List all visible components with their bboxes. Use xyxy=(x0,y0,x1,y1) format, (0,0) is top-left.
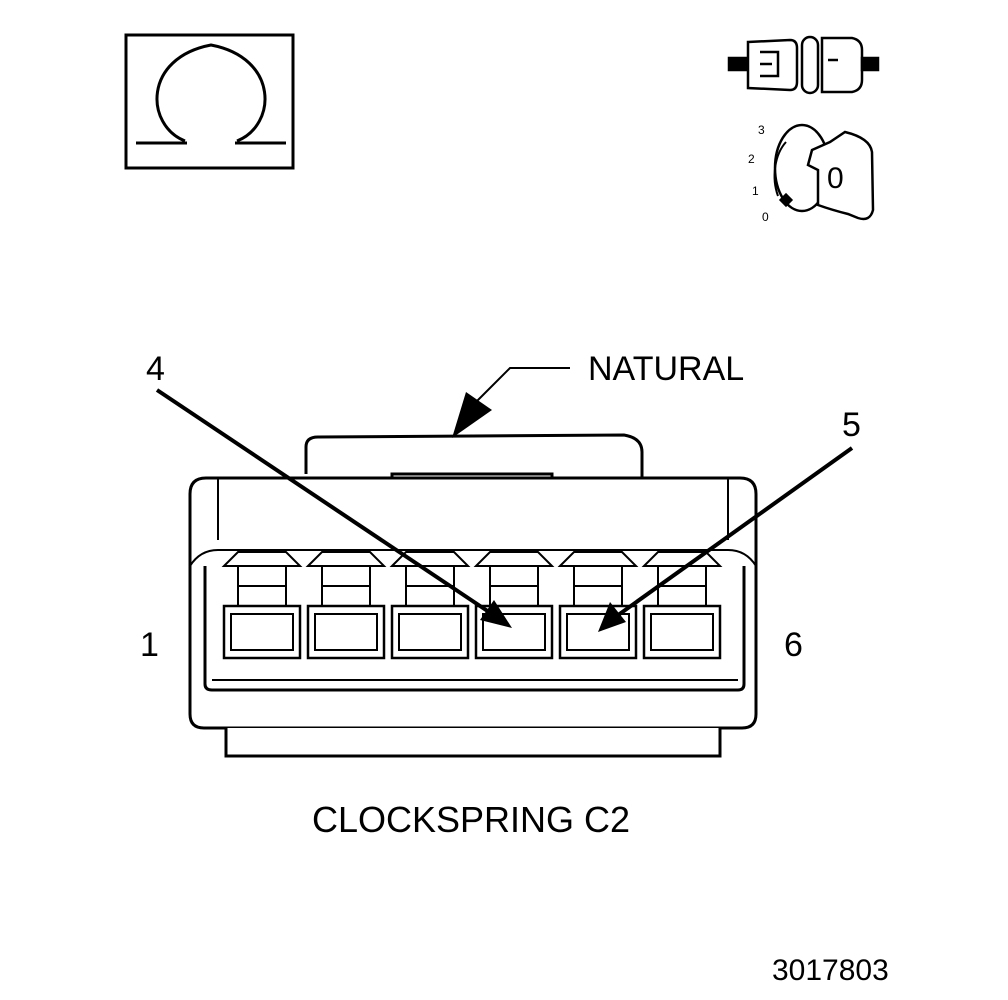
pin-5-label: 5 xyxy=(842,406,861,444)
ignition-position-0: 0 xyxy=(762,210,769,224)
ignition-position-1: 1 xyxy=(752,184,759,198)
connector-disconnected-icon xyxy=(727,35,880,95)
ignition-position-3: 3 xyxy=(758,123,765,137)
ignition-key-position-label: 0 xyxy=(827,162,844,195)
pin-4-arrow xyxy=(155,388,512,628)
natural-color-callout-arrow xyxy=(452,367,570,438)
terminal-cavity xyxy=(389,551,471,660)
pin-4-label: 4 xyxy=(146,350,165,388)
ignition-position-2: 2 xyxy=(748,152,755,166)
ohm-symbol-icon xyxy=(124,33,295,170)
figure-number: 3017803 xyxy=(772,954,889,987)
connector-title: CLOCKSPRING C2 xyxy=(312,799,631,840)
terminal-cavity xyxy=(641,551,723,660)
natural-color-label: NATURAL xyxy=(588,350,745,388)
pin-5-arrow xyxy=(598,446,854,632)
terminal-cavity xyxy=(305,551,387,660)
pin-1-label: 1 xyxy=(140,626,159,664)
terminal-cavity xyxy=(221,551,303,660)
ignition-key-icon xyxy=(773,123,875,221)
pin-6-label: 6 xyxy=(784,626,803,664)
connector-body xyxy=(188,433,758,758)
